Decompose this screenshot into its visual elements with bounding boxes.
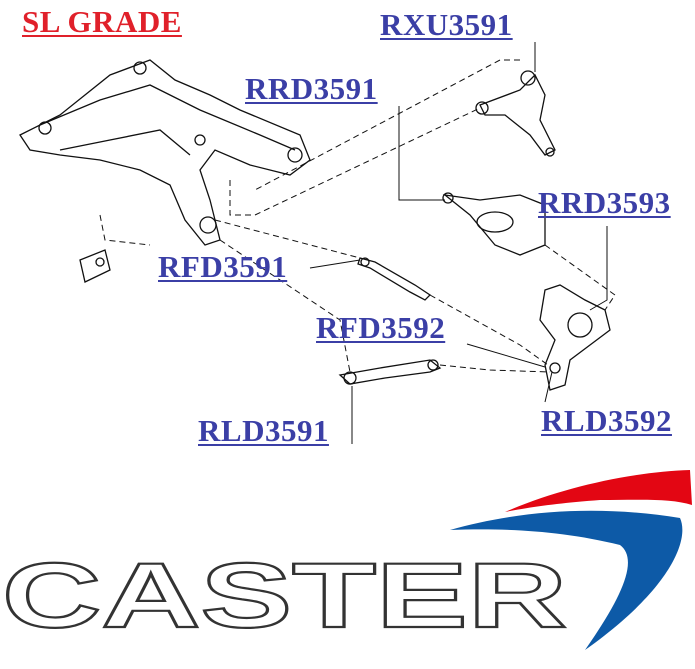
grade-title: SL GRADE	[22, 4, 182, 39]
part-label-rxu3591: RXU3591	[380, 7, 513, 42]
logo-red-swoosh	[505, 470, 692, 512]
part-label-rfd3592: RFD3592	[316, 310, 446, 345]
part-label-rld3592: RLD3592	[541, 403, 672, 438]
part-label-rfd3591: RFD3591	[158, 249, 288, 284]
lower-arm-drawing	[442, 194, 546, 256]
subframe-drawing	[19, 59, 311, 283]
part-label-rrd3591: RRD3591	[245, 71, 378, 106]
logo-blue-swoosh	[450, 510, 683, 650]
knuckle-drawing	[539, 284, 611, 391]
caster-logo: CASTER	[1, 470, 692, 650]
part-label-rld3591: RLD3591	[198, 413, 329, 448]
part-label-rrd3593: RRD3593	[538, 185, 671, 220]
upper-arm-drawing	[479, 73, 556, 156]
logo-text: CASTER	[2, 545, 567, 647]
